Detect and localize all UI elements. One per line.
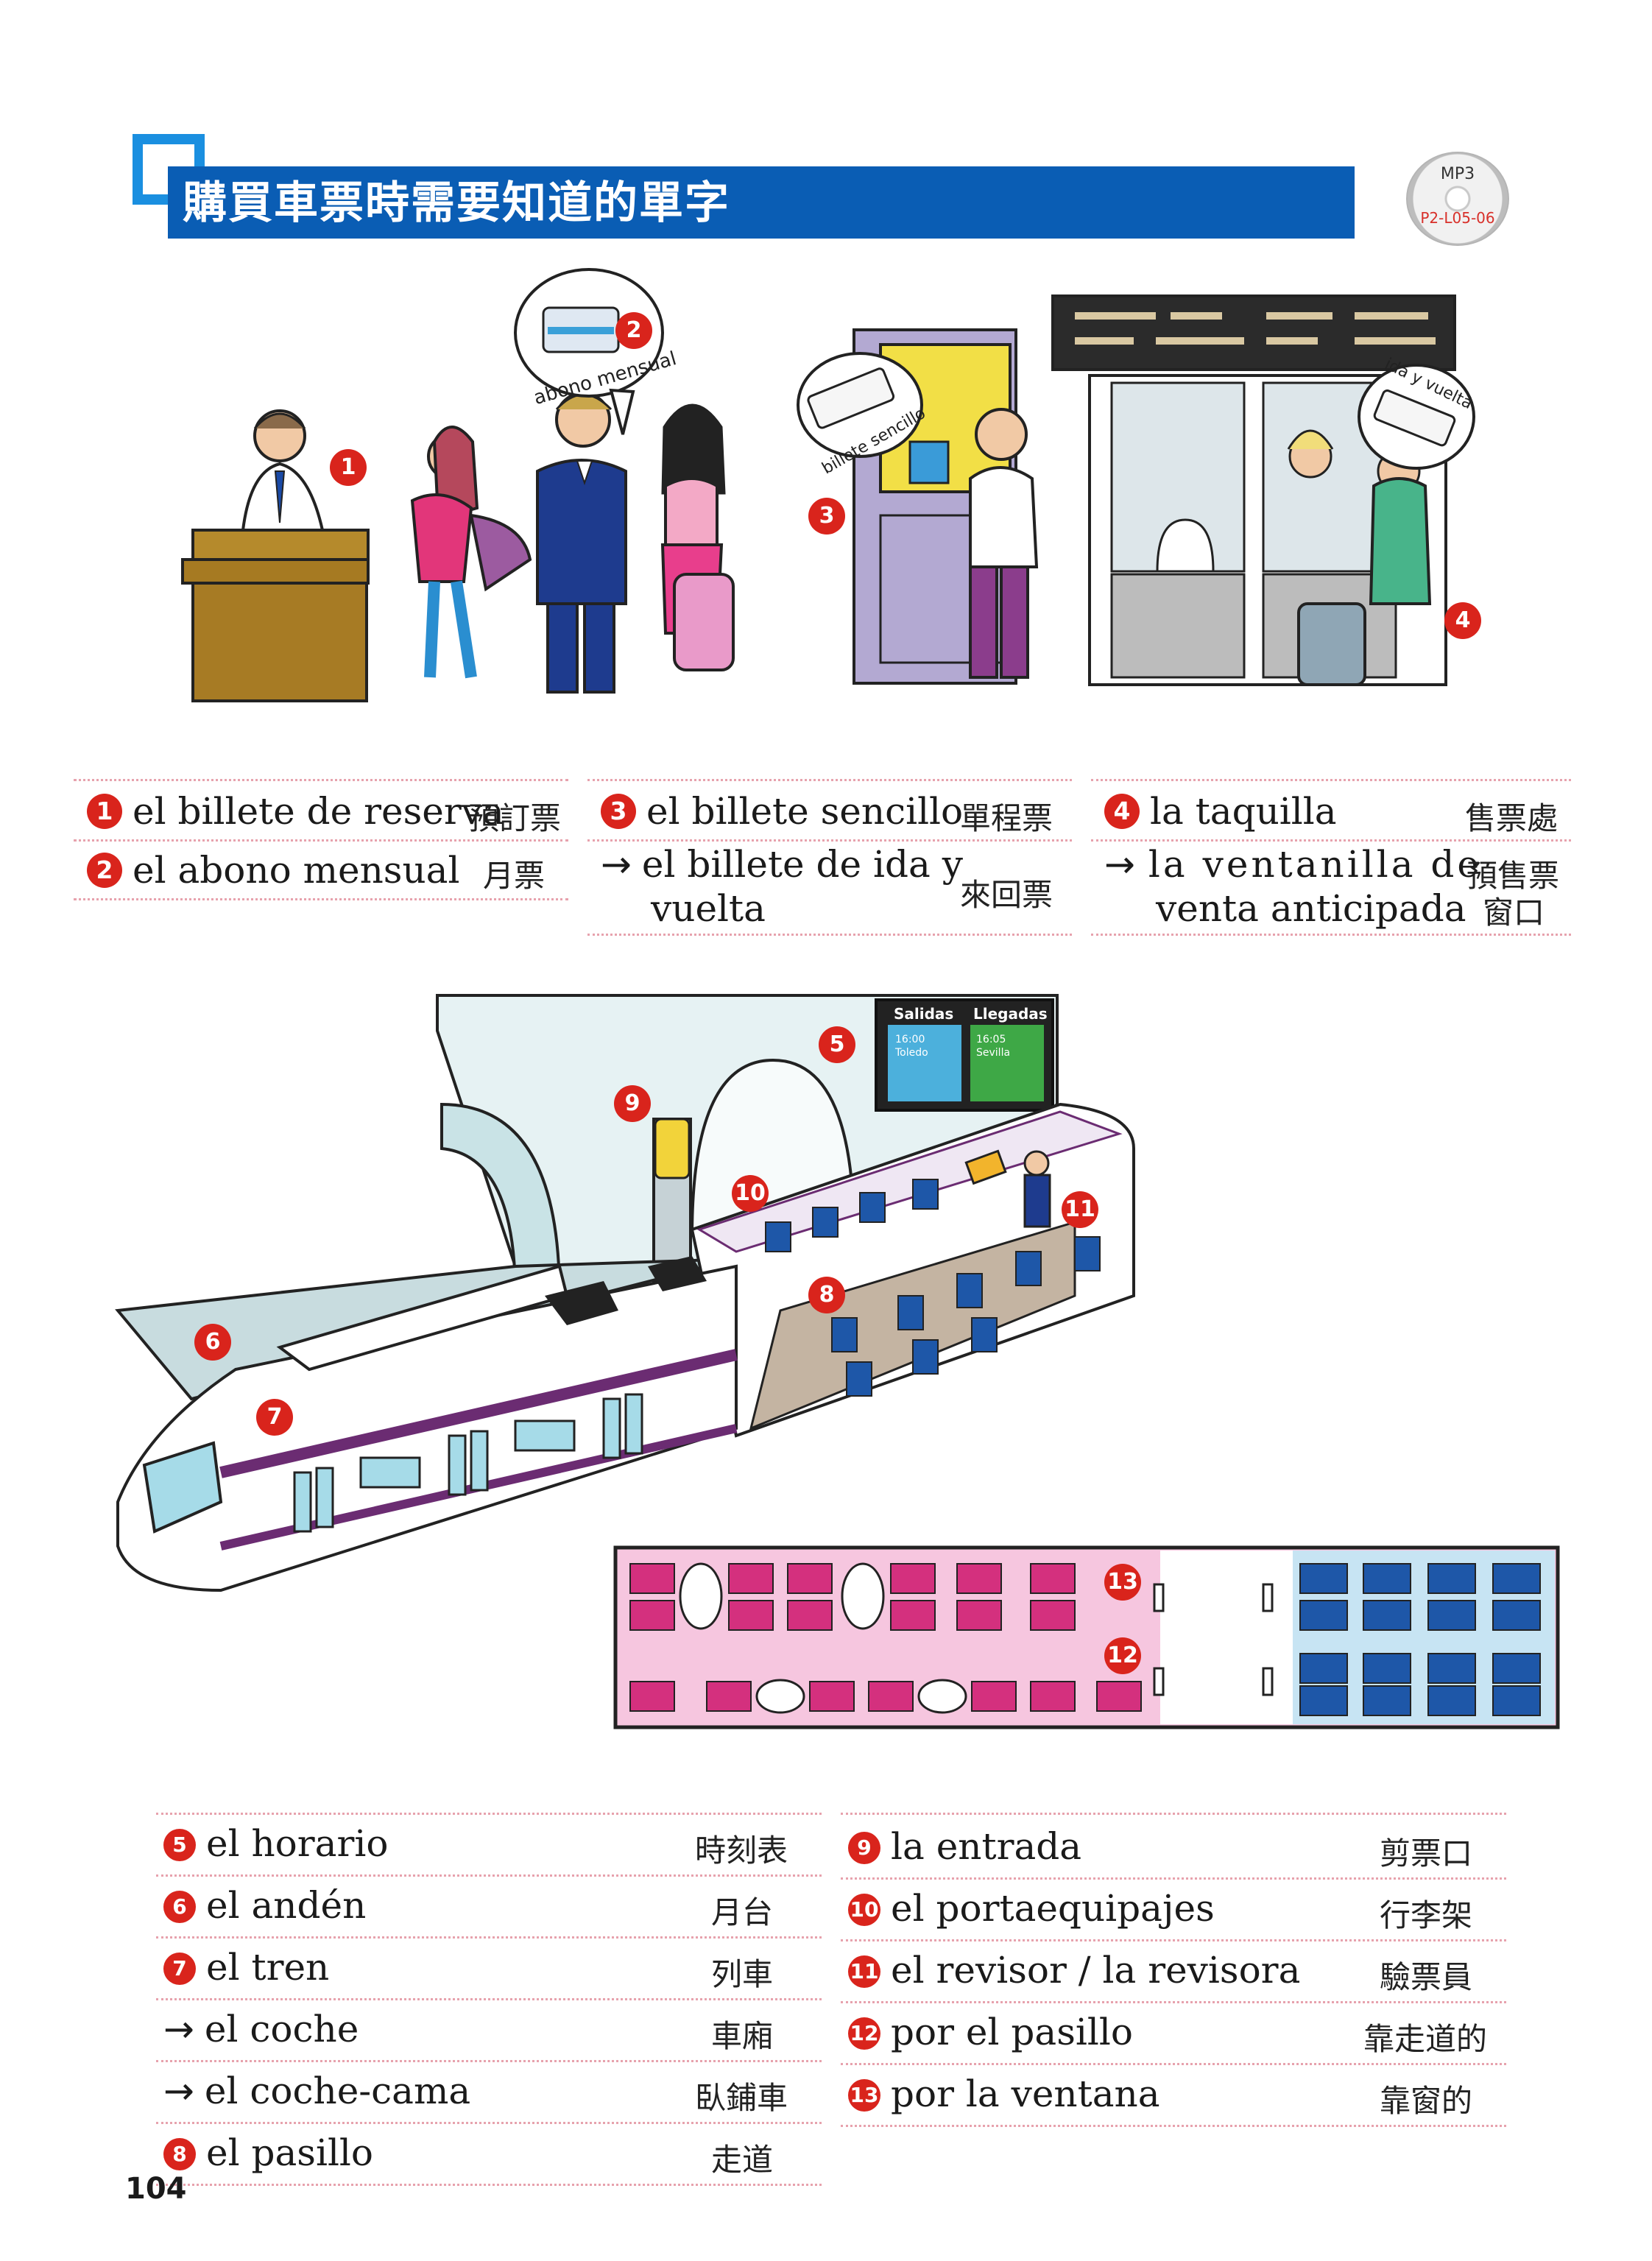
marker-4: 4: [1444, 602, 1481, 639]
board-arr-time: 16:05: [976, 1034, 1006, 1045]
marker-5: 5: [819, 1026, 855, 1063]
vocab-zh-4: 售票處: [1465, 800, 1559, 836]
audio-cd-icon[interactable]: [1406, 152, 1509, 246]
train-station-illustration: Salidas Llegadas 16:00 Toledo 16:05 Sevi…: [115, 994, 1560, 1729]
marker-12: 12: [1104, 1637, 1141, 1674]
vocab-item-3b: →el billete de ida y: [601, 843, 963, 886]
vocab-zh-11: 驗票員: [1380, 1959, 1473, 1995]
vocab-zh-2: 月票: [483, 858, 546, 894]
vocab-zh-3: 單程票: [960, 800, 1053, 836]
marker-9: 9: [614, 1085, 651, 1122]
marker-6: 6: [194, 1324, 231, 1361]
cd-track-code: P2-L05-06: [1420, 209, 1495, 227]
cd-label: MP3: [1440, 165, 1475, 183]
header-bar: [168, 166, 1355, 239]
vocab-zh-4b-line1: 預售票: [1466, 858, 1560, 894]
vocab-zh-8: 走道: [711, 2142, 774, 2178]
vocab-zh-7c: 臥鋪車: [695, 2080, 788, 2116]
board-arrivals: Llegadas: [973, 1005, 1048, 1023]
vocab-item-7b: →el coche: [163, 2008, 359, 2050]
vocab-zh-10: 行李架: [1380, 1897, 1473, 1933]
vocab-item-4b: →la ventanilla de: [1104, 843, 1483, 886]
vocab-zh-12: 靠走道的: [1363, 2021, 1488, 2057]
vocab-zh-9: 剪票口: [1380, 1835, 1473, 1872]
page-title: 購買車票時需要知道的單字: [183, 177, 730, 229]
vocab-zh-13: 靠窗的: [1380, 2083, 1473, 2119]
vocab-zh-6: 月台: [711, 1894, 774, 1930]
marker-10: 10: [732, 1175, 769, 1212]
marker-8: 8: [808, 1277, 845, 1313]
vocab-item-4b-line2: venta anticipada: [1156, 887, 1466, 930]
marker-1: 1: [330, 449, 367, 486]
ticket-office-illustration: abono mensual billete sencillo ida y vue…: [181, 268, 1475, 702]
marker-2: 2: [615, 312, 652, 349]
vocab-zh-3b: 來回票: [960, 877, 1053, 913]
vocab-zh-1: 預訂票: [468, 800, 562, 836]
vocab-item-3b-line2: vuelta: [651, 887, 766, 930]
board-dep-city: Toledo: [894, 1047, 928, 1059]
marker-3: 3: [808, 498, 845, 535]
vocab-zh-4b-line2: 窗口: [1483, 895, 1545, 931]
vocab-zh-7b: 車廂: [711, 2018, 774, 2054]
marker-7: 7: [256, 1399, 293, 1436]
board-dep-time: 16:00: [895, 1034, 925, 1045]
board-arr-city: Sevilla: [976, 1047, 1010, 1059]
board-departures: Salidas: [894, 1005, 953, 1023]
vocab-zh-7: 列車: [711, 1956, 774, 1992]
vocab-zh-5: 時刻表: [695, 1833, 788, 1869]
marker-11: 11: [1062, 1191, 1098, 1228]
marker-13: 13: [1104, 1564, 1141, 1601]
vocab-item-7c: →el coche-cama: [163, 2070, 471, 2112]
page-number: 104: [125, 2172, 187, 2206]
